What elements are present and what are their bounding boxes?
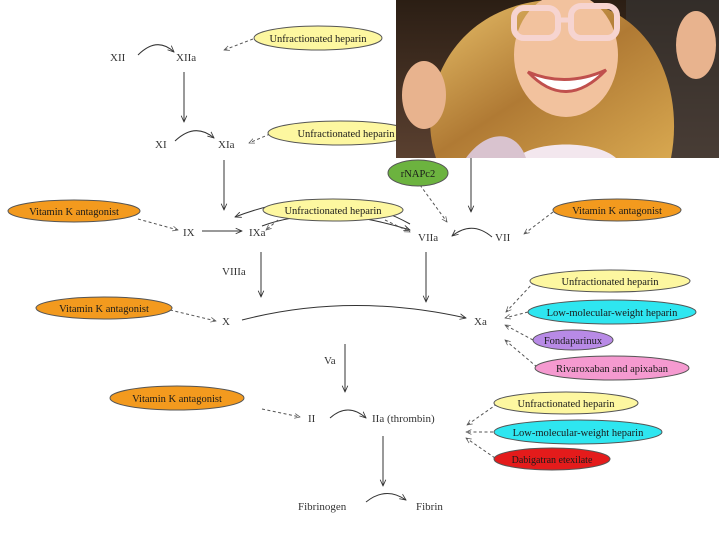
drug-vka-3: Vitamin K antagonist xyxy=(35,296,173,320)
factor-x: X xyxy=(222,316,230,328)
factor-ixa: IXa xyxy=(249,227,266,239)
drug-ufh-2: Unfractionated heparin xyxy=(267,120,413,146)
drug-vka-4: Vitamin K antagonist xyxy=(109,385,245,411)
drug-ufh-3-label: Unfractionated heparin xyxy=(284,206,382,217)
drug-dabigatran-label: Dabigatran etexilate xyxy=(512,455,593,466)
arrow-x-to-xa xyxy=(241,305,466,321)
factor-xia: XIa xyxy=(218,139,235,151)
drug-ufh-1-label: Unfractionated heparin xyxy=(269,34,367,45)
drug-ufh-1: Unfractionated heparin xyxy=(253,25,383,51)
factor-xii: XII xyxy=(110,52,126,64)
inhibit-fondaparinux-xa xyxy=(505,324,534,341)
drug-vka-1: Vitamin K antagonist xyxy=(7,199,141,223)
inhibit-vka-ii xyxy=(261,408,300,417)
factor-fibrinogen: Fibrinogen xyxy=(298,501,347,513)
drug-ufh-3: Unfractionated heparin xyxy=(262,198,404,222)
arrow-vii-to-viia xyxy=(452,227,493,238)
drug-fondaparinux: Fondaparinux xyxy=(532,329,614,351)
factor-ix: IX xyxy=(183,227,195,239)
inhibit-ufh-viia xyxy=(384,219,410,233)
drug-rnapc2-label: rNAPc2 xyxy=(401,169,435,180)
inhibit-rivaroxaban-xa xyxy=(505,340,538,368)
factor-vii: VII xyxy=(495,232,511,244)
factor-xiia: XIIa xyxy=(176,52,196,64)
drug-dabigatran: Dabigatran etexilate xyxy=(493,447,611,471)
drug-vka-3-label: Vitamin K antagonist xyxy=(59,304,149,315)
drug-vka-1-label: Vitamin K antagonist xyxy=(29,207,119,218)
inhibit-ufh-xa xyxy=(506,281,535,312)
drug-vka-4-label: Vitamin K antagonist xyxy=(132,394,222,405)
drug-vka-2-label: Vitamin K antagonist xyxy=(572,206,662,217)
drug-lmwh-1-label: Low-molecular-weight heparin xyxy=(547,308,678,319)
inhibit-vka-vii xyxy=(524,211,554,234)
inhibit-ufh-ixa xyxy=(266,219,279,230)
arrow-ii-to-iia xyxy=(329,409,366,418)
drug-lmwh-2: Low-molecular-weight heparin xyxy=(493,419,663,445)
drug-lmwh-1: Low-molecular-weight heparin xyxy=(527,299,697,325)
factor-xa: Xa xyxy=(474,316,487,328)
drug-ufh-4-label: Unfractionated heparin xyxy=(561,277,659,288)
factor-va: Va xyxy=(324,355,336,367)
drug-ufh-2-label: Unfractionated heparin xyxy=(297,129,395,140)
factor-viiia: VIIIa xyxy=(222,266,246,278)
arrow-xii-to-xiia xyxy=(137,44,174,56)
drug-rivaroxaban: Rivaroxaban and apixaban xyxy=(534,355,690,381)
factor-xi: XI xyxy=(155,139,167,151)
inhibit-dabigatran-thrombin xyxy=(466,438,496,459)
portrait-photo xyxy=(396,0,719,158)
drug-lmwh-2-label: Low-molecular-weight heparin xyxy=(513,428,644,439)
inhibit-vka-x xyxy=(169,309,216,321)
drug-ufh-4: Unfractionated heparin xyxy=(529,269,691,293)
drug-rivaroxaban-label: Rivaroxaban and apixaban xyxy=(556,364,669,375)
factor-iia: IIa (thrombin) xyxy=(372,413,435,425)
drug-fondaparinux-label: Fondaparinux xyxy=(544,336,603,347)
inhibit-lmwh-xa xyxy=(505,311,529,318)
inhibit-ufh-xia xyxy=(249,133,271,144)
drug-rnapc2: rNAPc2 xyxy=(387,159,449,187)
factor-ii: II xyxy=(308,413,316,425)
portrait-photo-art xyxy=(396,0,719,158)
drug-ufh-5: Unfractionated heparin xyxy=(493,391,639,415)
factor-viia: VIIa xyxy=(418,232,438,244)
arrow-fibrinogen-to-fibrin xyxy=(365,493,406,503)
drug-vka-2: Vitamin K antagonist xyxy=(552,198,682,222)
inhibit-vka-ix xyxy=(137,218,178,230)
factor-fibrin: Fibrin xyxy=(416,501,443,513)
inhibit-rnapc2-viia xyxy=(419,184,447,222)
inhibit-ufh-xiia xyxy=(224,38,254,50)
inhibit-ufh-thrombin xyxy=(467,403,498,425)
drug-ufh-5-label: Unfractionated heparin xyxy=(517,399,615,410)
arrow-xi-to-xia xyxy=(174,130,214,142)
